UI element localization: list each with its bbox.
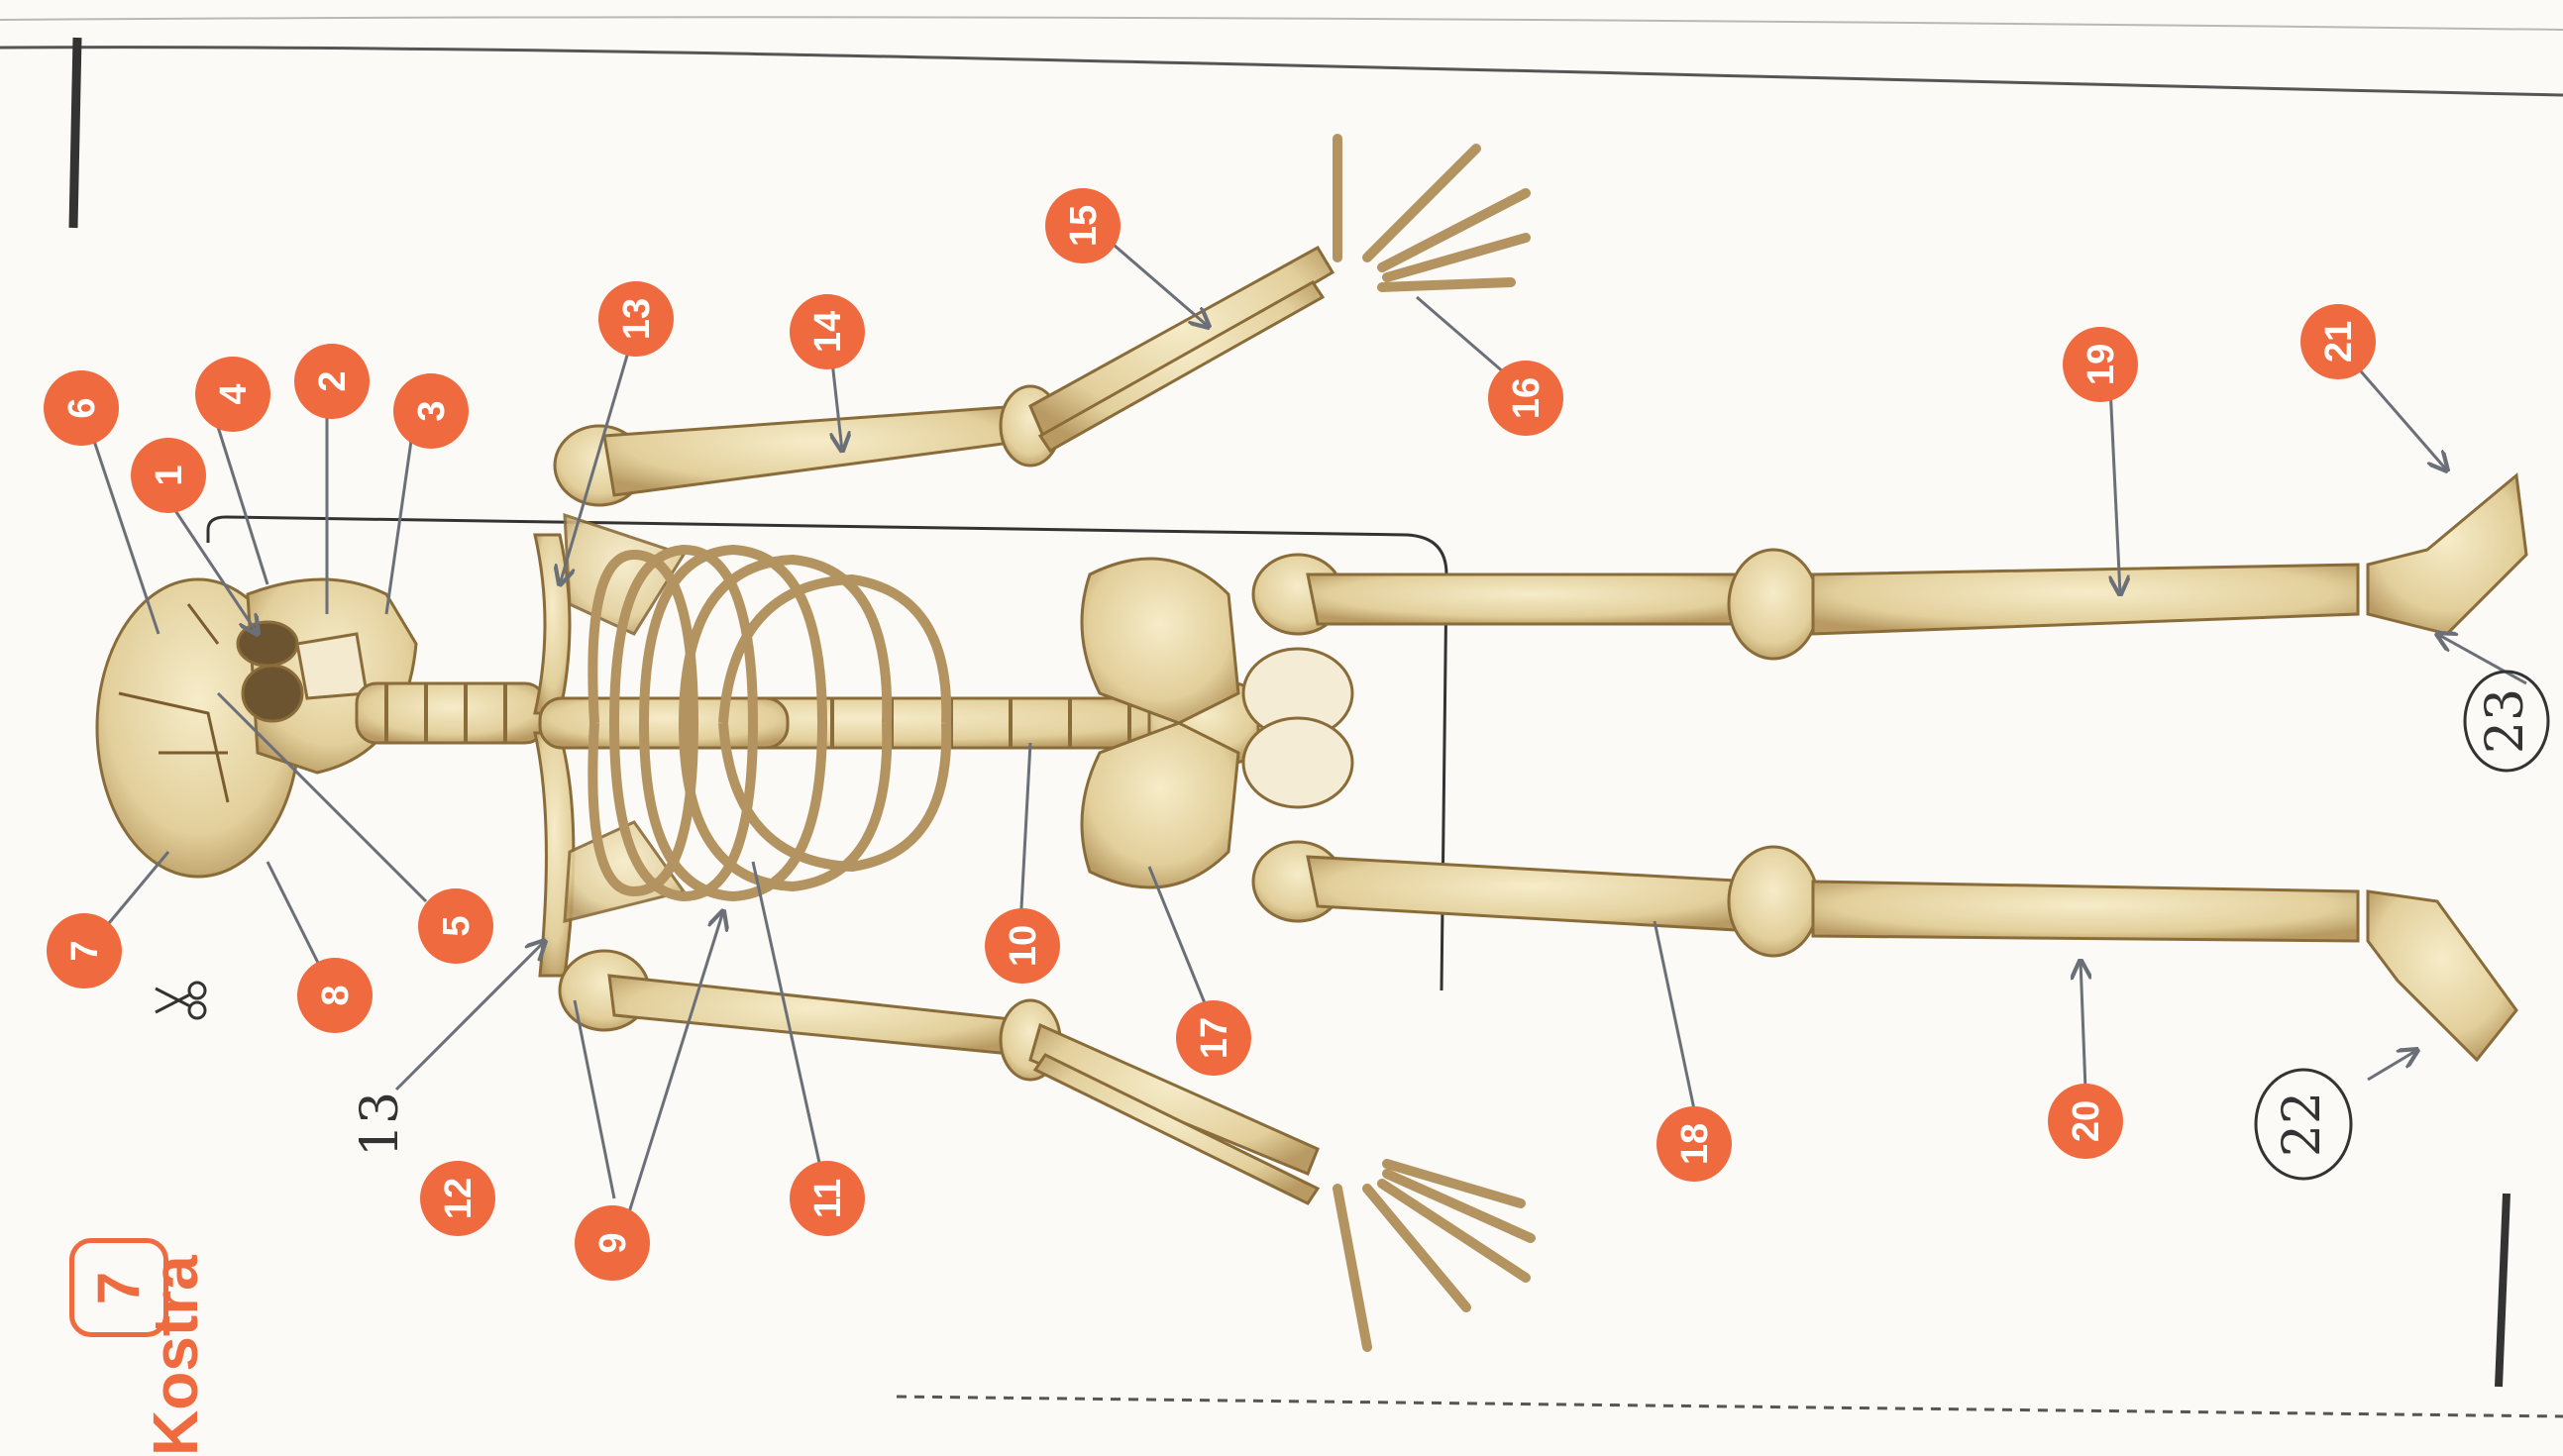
badge-3: 3 [393,373,469,449]
svg-text:10: 10 [1003,925,1044,967]
badge-17: 17 [1176,1000,1251,1076]
badge-18: 18 [1656,1106,1732,1182]
badge-20: 20 [2048,1084,2123,1159]
badge-19: 19 [2063,327,2138,402]
svg-text:2: 2 [312,370,354,391]
svg-text:22: 22 [2273,1092,2332,1157]
svg-text:11: 11 [807,1179,849,1218]
svg-text:4: 4 [213,383,255,404]
badge-9: 9 [575,1205,650,1281]
clavicle-lower [535,733,574,976]
svg-text:3: 3 [411,400,453,421]
svg-text:13: 13 [351,1092,410,1157]
badge-10: 10 [985,908,1060,984]
svg-text:9: 9 [592,1232,634,1253]
svg-text:21: 21 [2318,321,2360,363]
badge-11: 11 [790,1161,865,1236]
leg-upper [1253,475,2526,659]
badge-16: 16 [1488,361,1563,436]
badge-14: 14 [790,294,865,369]
badge-2: 2 [294,344,370,419]
svg-text:23: 23 [2476,688,2535,754]
handwritten-22: 22 [2256,1070,2351,1179]
scissors-icon [156,983,205,1018]
svg-text:18: 18 [1674,1123,1716,1165]
svg-text:1: 1 [149,465,190,485]
badge-12: 12 [420,1161,495,1236]
handwritten-13: 13 [351,1092,410,1157]
svg-text:16: 16 [1506,377,1548,419]
badge-15: 15 [1045,188,1121,263]
badge-7: 7 [47,913,122,988]
svg-text:8: 8 [315,985,357,1005]
badge-1: 1 [131,438,206,513]
arm-lower [560,951,1531,1347]
svg-text:5: 5 [436,915,478,936]
badge-21: 21 [2300,304,2376,379]
badge-13: 13 [598,281,674,357]
svg-text:12: 12 [438,1178,480,1219]
arm-upper [555,139,1526,505]
svg-text:7: 7 [64,940,106,961]
svg-text:14: 14 [807,311,849,353]
badge-8: 8 [297,958,373,1033]
badge-4: 4 [195,357,270,432]
badge-5: 5 [418,888,493,964]
svg-text:17: 17 [1194,1017,1235,1059]
badge-6: 6 [44,370,119,446]
svg-text:20: 20 [2066,1100,2107,1142]
handwritten-23: 23 [2465,672,2548,771]
svg-text:13: 13 [616,298,658,340]
svg-text:15: 15 [1063,205,1105,247]
clavicle-upper [535,535,570,713]
svg-text:6: 6 [61,397,103,418]
svg-text:19: 19 [2081,344,2122,385]
